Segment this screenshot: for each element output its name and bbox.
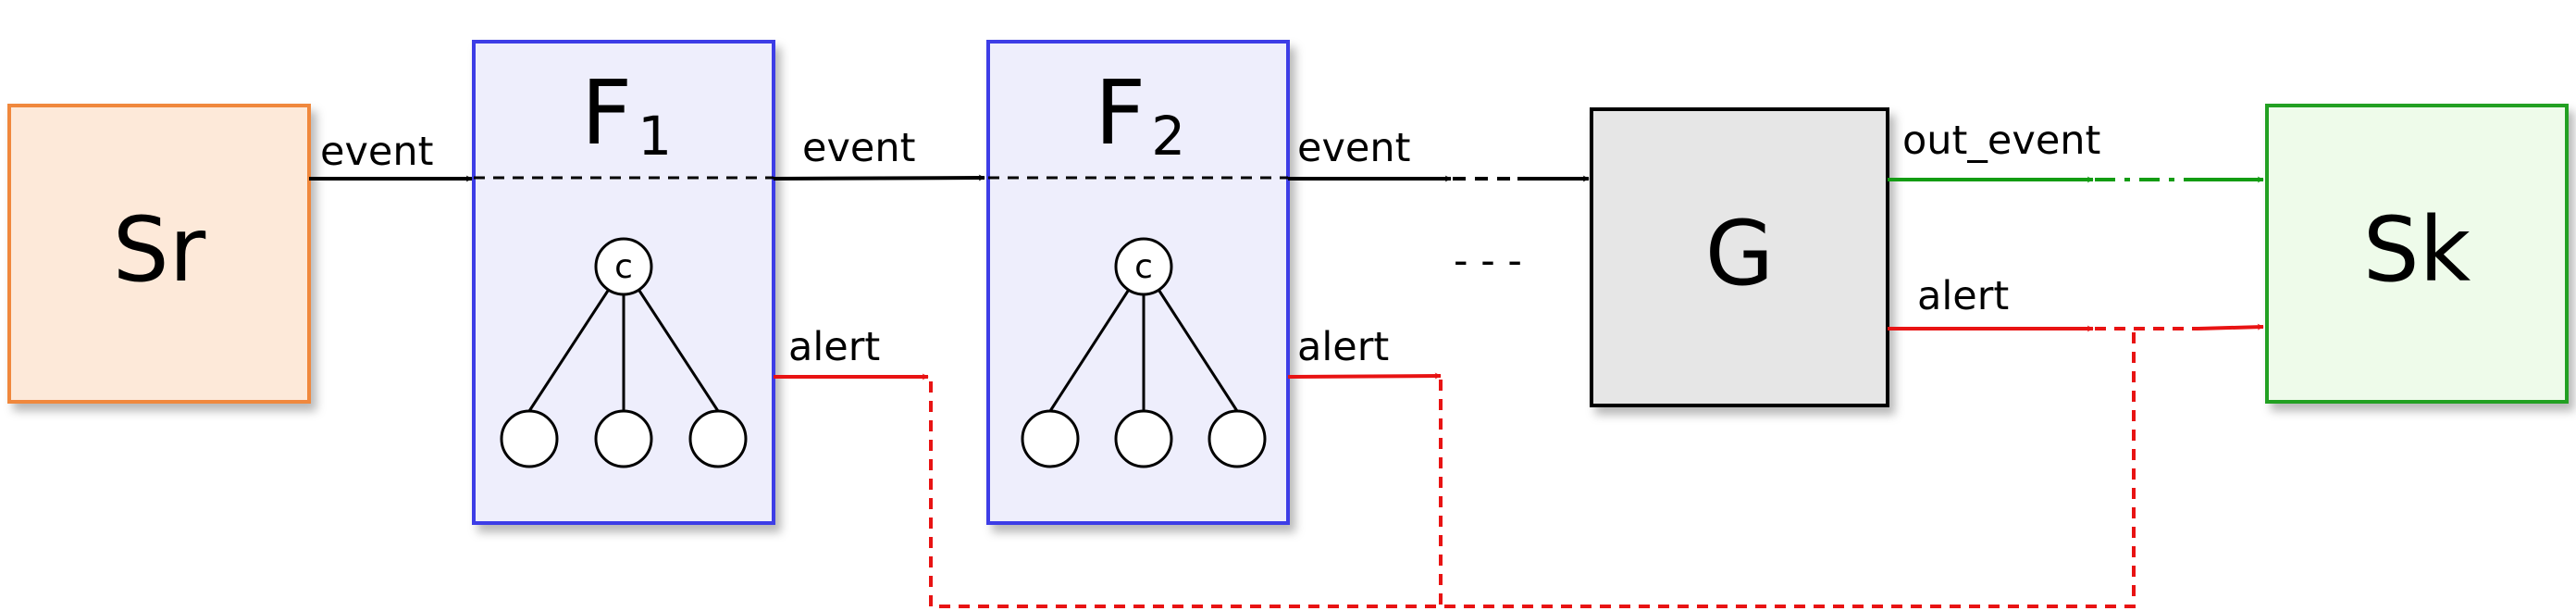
alert-arrow bbox=[1287, 372, 1442, 380]
event-edge-label: event bbox=[1297, 125, 1410, 171]
event-edge-source-f1: event bbox=[309, 129, 473, 182]
event-arrow bbox=[773, 174, 985, 181]
alert-edge-label: alert bbox=[1297, 324, 1389, 370]
event-edge-f1-f2: event bbox=[773, 125, 985, 181]
event-edge-label: event bbox=[802, 125, 915, 171]
tree-root-label: c bbox=[614, 248, 633, 286]
out-event-edge-label: out_event bbox=[1902, 118, 2100, 164]
tree-root-node bbox=[1114, 237, 1173, 296]
aggregator-node: G bbox=[1590, 107, 1889, 407]
filter-1-tree: c bbox=[500, 237, 748, 468]
sink-node: Sk bbox=[2265, 104, 2569, 404]
aggregator-label: G bbox=[1705, 202, 1774, 306]
tree-leaf-node bbox=[594, 409, 653, 468]
alert-edge-g: alert bbox=[1888, 273, 2264, 332]
tree-leaf-node bbox=[1021, 409, 1080, 468]
alert-edge-label: alert bbox=[1917, 273, 2009, 319]
tree-leaf-node bbox=[1114, 409, 1173, 468]
source-node: Sr bbox=[7, 104, 311, 404]
alert-edge-label: alert bbox=[788, 324, 880, 370]
tree-root-label: c bbox=[1134, 248, 1153, 286]
alert-edge-f2: alert bbox=[1287, 324, 1442, 380]
tree-leaf-node bbox=[500, 409, 559, 468]
filter-2-tree: c bbox=[1021, 237, 1267, 468]
source-label: Sr bbox=[113, 198, 206, 302]
event-edge-f2-g: event bbox=[1288, 125, 1590, 182]
out-event-edge: out_event bbox=[1888, 118, 2264, 183]
tree-leaf-node bbox=[688, 409, 748, 468]
sink-box bbox=[2265, 104, 2569, 404]
more-filters-ellipsis: - - - bbox=[1454, 238, 1522, 284]
alert-edge-f1: alert bbox=[774, 324, 929, 380]
alert-arrow bbox=[2198, 323, 2264, 330]
sink-label: Sk bbox=[2363, 198, 2471, 302]
event-edge-label: event bbox=[320, 129, 433, 175]
tree-leaf-node bbox=[1208, 409, 1267, 468]
tree-root-node bbox=[594, 237, 653, 296]
alert-bypass-route bbox=[929, 330, 2136, 608]
source-box bbox=[7, 104, 311, 404]
aggregator-box bbox=[1590, 107, 1889, 407]
